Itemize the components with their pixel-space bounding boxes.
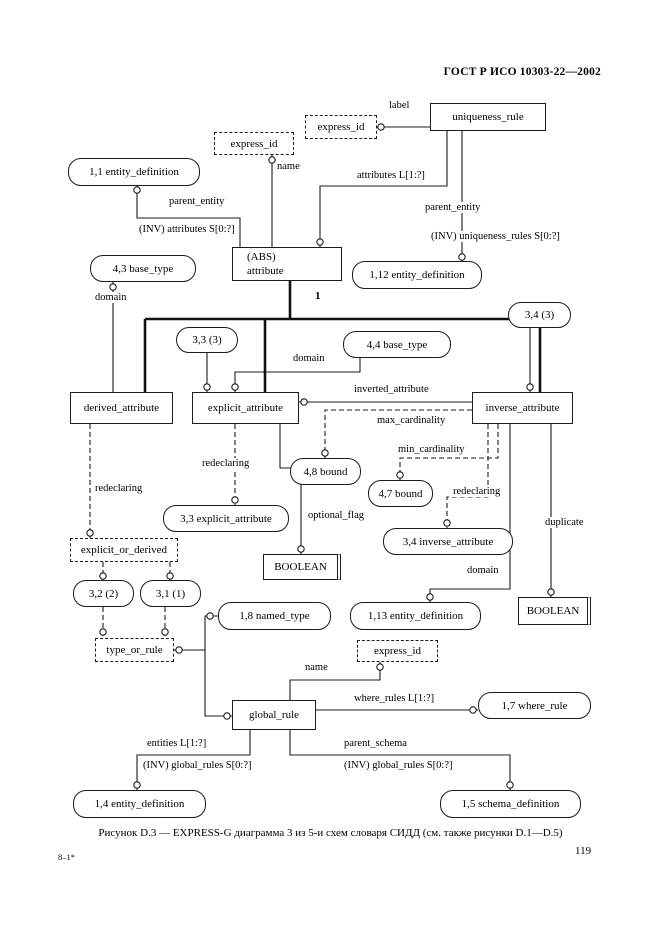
abs-attribute-line2: attribute bbox=[247, 265, 284, 277]
node-type-or-rule: type_or_rule bbox=[95, 638, 174, 662]
edge-label-attributes-list: attributes L[1:?] bbox=[356, 170, 426, 181]
node-explicit-attribute-3-3: 3,3 explicit_attribute bbox=[163, 505, 289, 532]
edge-label-domain-right: domain bbox=[466, 565, 500, 576]
footer-mark: 8–1* bbox=[58, 852, 75, 862]
node-entity-definition-1-13: 1,13 entity_definition bbox=[350, 602, 481, 630]
edge-label-domain-mid: domain bbox=[292, 353, 326, 364]
node-base-type-4-3: 4,3 base_type bbox=[90, 255, 196, 282]
node-derived-attribute: derived_attribute bbox=[70, 392, 173, 424]
node-boolean-upper: BOOLEAN bbox=[263, 554, 341, 580]
edge-label-name-bottom: name bbox=[304, 662, 329, 673]
node-where-rule-1-7: 1,7 where_rule bbox=[478, 692, 591, 719]
edge-label-domain-left: domain bbox=[94, 292, 128, 303]
node-global-rule: global_rule bbox=[232, 700, 316, 730]
edge-label-parent-entity-right: parent_entity bbox=[424, 202, 482, 213]
node-express-id-top: express_id bbox=[305, 115, 377, 139]
edge-label-where-rules-list: where_rules L[1:?] bbox=[353, 693, 436, 704]
edge-label-max-cardinality: max_cardinality bbox=[376, 415, 447, 426]
edge-label-inv-uniqueness-rules: (INV) uniqueness_rules S[0:?] bbox=[430, 231, 561, 242]
node-boolean-lower: BOOLEAN bbox=[518, 597, 591, 625]
edge-label-inv-attributes: (INV) attributes S[0:?] bbox=[138, 224, 236, 235]
abs-attribute-line1: (ABS) bbox=[247, 250, 276, 263]
node-page-ref-3-2: 3,2 (2) bbox=[73, 580, 134, 607]
edge-label-parent-entity-left: parent_entity bbox=[168, 196, 226, 207]
node-entity-definition-1-12: 1,12 entity_definition bbox=[352, 261, 482, 289]
edge-label-name-top: name bbox=[276, 161, 301, 172]
node-uniqueness-rule: uniqueness_rule bbox=[430, 103, 546, 131]
edge-label-parent-schema: parent_schema bbox=[343, 738, 408, 749]
edge-label-entities-list: entities L[1:?] bbox=[146, 738, 208, 749]
edge-label-inv-global-rules-right: (INV) global_rules S[0:?] bbox=[343, 760, 454, 771]
edge-label-redeclaring-explicit: redeclaring bbox=[201, 458, 251, 469]
node-bound-4-8: 4,8 bound bbox=[290, 458, 361, 485]
node-inverse-attribute: inverse_attribute bbox=[472, 392, 573, 424]
node-abs-attribute: (ABS) attribute bbox=[232, 247, 342, 281]
edge-label-cardinality-one: 1 bbox=[314, 290, 322, 302]
edge-label-inv-global-rules-left: (INV) global_rules S[0:?] bbox=[142, 760, 253, 771]
figure-caption: Рисунок D.3 — EXPRESS-G диаграмма 3 из 5… bbox=[98, 827, 563, 839]
edge-label-redeclaring-derived: redeclaring bbox=[94, 483, 144, 494]
node-bound-4-7: 4,7 bound bbox=[368, 480, 433, 507]
edge-label-inverted-attribute: inverted_attribute bbox=[353, 384, 430, 395]
node-schema-definition-1-5: 1,5 schema_definition bbox=[440, 790, 581, 818]
node-base-type-4-4: 4,4 base_type bbox=[343, 331, 451, 358]
standard-header: ГОСТ Р ИСО 10303-22—2002 bbox=[443, 66, 601, 78]
edge-label-duplicate: duplicate bbox=[544, 517, 585, 528]
page-number: 119 bbox=[575, 845, 592, 857]
node-page-ref-3-3: 3,3 (3) bbox=[176, 327, 238, 353]
edge-label-min-cardinality: min_cardinality bbox=[397, 444, 466, 455]
edge-label-label: label bbox=[388, 100, 411, 111]
node-named-type-1-8: 1,8 named_type bbox=[218, 602, 331, 630]
node-explicit-or-derived: explicit_or_derived bbox=[70, 538, 178, 562]
node-page-ref-3-1: 3,1 (1) bbox=[140, 580, 201, 607]
node-entity-definition-1-1: 1,1 entity_definition bbox=[68, 158, 200, 186]
node-express-id-mid: express_id bbox=[214, 132, 294, 155]
node-explicit-attribute: explicit_attribute bbox=[192, 392, 299, 424]
edge-label-redeclaring-inverse: redeclaring bbox=[452, 486, 502, 497]
node-page-ref-3-4: 3,4 (3) bbox=[508, 302, 571, 328]
edge-label-optional-flag: optional_flag bbox=[307, 510, 365, 521]
node-inverse-attribute-3-4: 3,4 inverse_attribute bbox=[383, 528, 513, 555]
node-express-id-bottom: express_id bbox=[357, 640, 438, 662]
node-entity-definition-1-4: 1,4 entity_definition bbox=[73, 790, 206, 818]
